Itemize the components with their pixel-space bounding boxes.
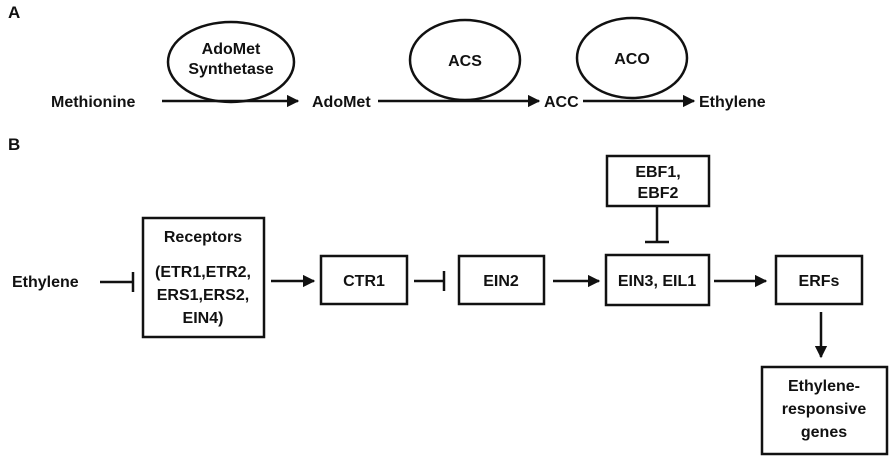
- ebf-box: [605, 154, 711, 208]
- genes-line-2: responsive: [782, 401, 867, 418]
- adomet-label: AdoMet: [312, 94, 371, 111]
- panel-b-label: B: [8, 135, 20, 154]
- ebf-line-2: EBF2: [638, 185, 679, 202]
- adomet-synthetase-label-1: AdoMet: [202, 41, 261, 58]
- receptors-line-3: EIN4): [183, 310, 224, 327]
- receptors-line-2: ERS1,ERS2,: [157, 287, 249, 304]
- aco-label: ACO: [614, 51, 650, 68]
- ein3-eil1-box: [604, 253, 711, 307]
- ethylene-product-label: Ethylene: [699, 94, 766, 111]
- ethylene-input-label: Ethylene: [12, 274, 79, 291]
- acs-label: ACS: [448, 53, 482, 70]
- receptors-box: [141, 216, 266, 339]
- erfs-box: [774, 254, 864, 306]
- panel-a-label: A: [8, 3, 20, 22]
- adomet-synthetase-label-2: Synthetase: [188, 61, 273, 78]
- ein2-box: [457, 254, 546, 306]
- ctr1-label: CTR1: [343, 273, 385, 290]
- methionine-label: Methionine: [51, 94, 136, 111]
- ein3-eil1-label: EIN3, EIL1: [618, 273, 696, 290]
- ebf-line-1: EBF1,: [635, 164, 680, 181]
- receptors-title: Receptors: [164, 229, 242, 246]
- responsive-genes-box: [760, 365, 889, 456]
- ctr1-box: [319, 254, 409, 306]
- erfs-label: ERFs: [799, 273, 840, 290]
- ein2-label: EIN2: [483, 273, 519, 290]
- acc-label: ACC: [544, 94, 579, 111]
- receptors-line-1: (ETR1,ETR2,: [155, 264, 251, 281]
- aco-ellipse: [575, 16, 689, 100]
- genes-line-3: genes: [801, 424, 847, 441]
- genes-line-1: Ethylene-: [788, 378, 860, 395]
